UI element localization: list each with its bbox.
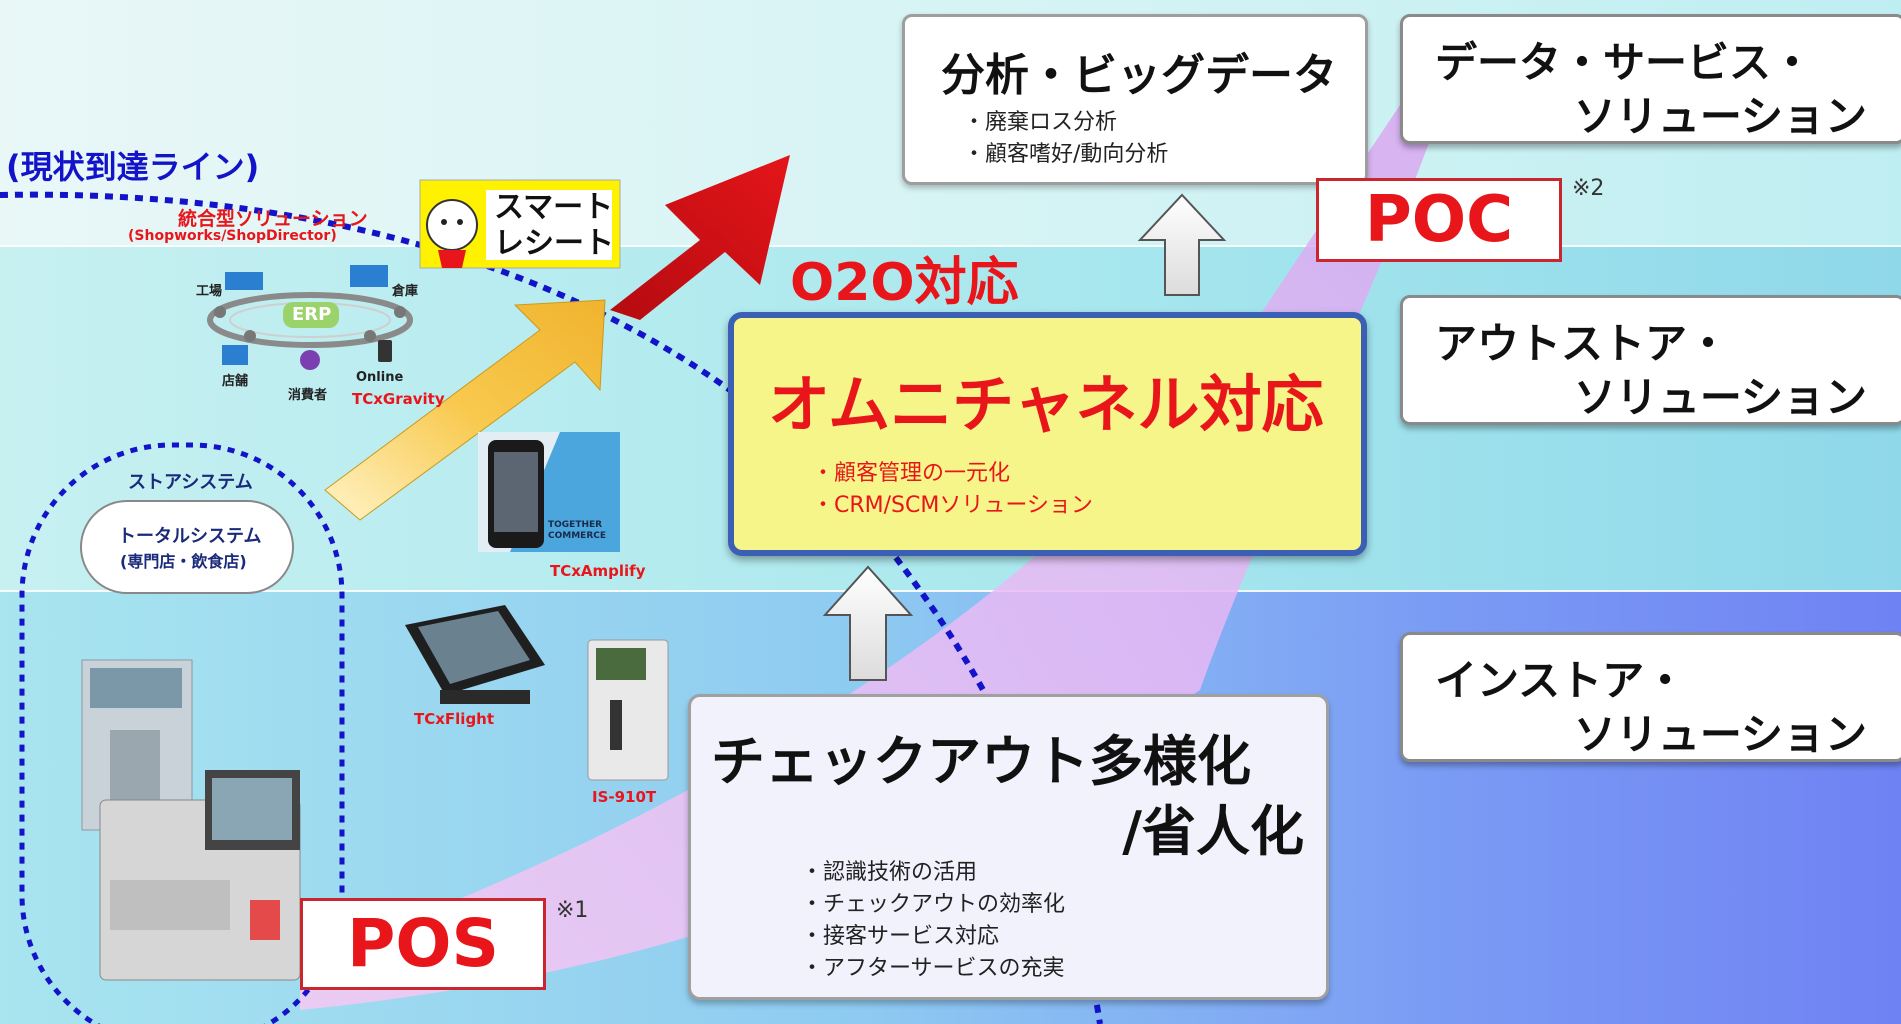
- erp-ring: [207, 292, 413, 348]
- up-arrow-top: [1137, 193, 1227, 296]
- o2o-label: O2O対応: [790, 253, 1019, 313]
- checkout-title-line2: /省人化: [1122, 800, 1304, 863]
- current-reach-label: (現状到達ライン): [6, 148, 260, 186]
- box-line1: インストア・: [1435, 656, 1687, 705]
- warehouse-icon: [350, 265, 388, 287]
- yellow-arrow: [324, 299, 606, 521]
- smart-receipt-line1: スマート: [494, 190, 614, 225]
- poc-note: ※2: [1572, 176, 1605, 201]
- outstore-solution-box: アウトストア・ ソリューション: [1400, 295, 1901, 425]
- mascot-icon: [426, 199, 478, 251]
- bullet: ・CRM/SCMソリューション: [812, 493, 1093, 518]
- factory-icon: [225, 272, 263, 290]
- box-line2: ソリューション: [1573, 373, 1867, 422]
- poc-badge: POC: [1316, 178, 1562, 262]
- erp-badge: [283, 302, 339, 328]
- erp-label: ERP: [292, 304, 332, 325]
- smart-receipt-line2: レシート: [494, 226, 614, 261]
- analytics-box: 分析・ビッグデータ ・廃棄ロス分析 ・顧客嗜好/動向分析: [902, 14, 1368, 185]
- gravity-label: TCxGravity: [352, 390, 445, 408]
- store-icon: [222, 345, 248, 365]
- kiosk-label: IS-910T: [592, 788, 657, 806]
- integrated-title: 統合型ソリューション: [178, 208, 368, 230]
- consumer-label: 消費者: [288, 388, 328, 403]
- box-line2: ソリューション: [1573, 92, 1867, 141]
- bullet: ・顧客管理の一元化: [812, 461, 1011, 486]
- bullet: ・アフターサービスの充実: [801, 956, 1065, 981]
- up-arrow-bottom: [822, 565, 914, 681]
- omni-bullets: ・顧客管理の一元化 ・CRM/SCMソリューション: [812, 458, 1093, 522]
- box-line2: ソリューション: [1573, 710, 1867, 759]
- omni-box: オムニチャネル対応 ・顧客管理の一元化 ・CRM/SCMソリューション: [728, 312, 1367, 556]
- pos-note: ※1: [556, 898, 589, 923]
- smart-receipt-label: スマート レシート: [494, 190, 614, 262]
- store-system-boundary: [19, 442, 345, 1024]
- bullet: ・チェックアウトの効率化: [801, 892, 1066, 917]
- analytics-bullets: ・廃棄ロス分析 ・顧客嗜好/動向分析: [963, 107, 1168, 171]
- pos-badge: POS: [300, 898, 546, 990]
- red-arrow: [610, 155, 790, 320]
- bullet: ・顧客嗜好/動向分析: [963, 142, 1169, 167]
- box-line1: データ・サービス・: [1435, 38, 1814, 87]
- box-line1: アウトストア・: [1435, 319, 1730, 368]
- cloud-line1: トータルシステム: [118, 526, 262, 547]
- checkout-title-line1: チェックアウト多様化: [711, 730, 1251, 793]
- consumer-icon: [300, 350, 320, 370]
- checkout-box: チェックアウト多様化 /省人化 ・認識技術の活用 ・チェックアウトの効率化 ・接…: [688, 694, 1329, 1000]
- warehouse-label: 倉庫: [392, 284, 419, 299]
- data-service-solution-box: データ・サービス・ ソリューション: [1400, 14, 1901, 144]
- factory-label: 工場: [196, 284, 223, 299]
- omni-title: オムニチャネル対応: [768, 368, 1324, 441]
- online-icon: [378, 340, 392, 362]
- instore-solution-box: インストア・ ソリューション: [1400, 632, 1901, 762]
- cloud-line2: (専門店・飲食店): [120, 552, 247, 571]
- divider-line: [0, 245, 1901, 247]
- store-system-title: ストアシステム: [128, 472, 253, 493]
- brand-line2: COMMERCE: [548, 531, 606, 541]
- analytics-title: 分析・ビッグデータ: [941, 50, 1337, 101]
- online-label: Online: [356, 370, 404, 385]
- flight-label: TCxFlight: [414, 710, 495, 728]
- integrated-subtitle: (Shopworks/ShopDirector): [128, 228, 337, 244]
- bullet: ・廃棄ロス分析: [963, 110, 1118, 135]
- cloud-shape: [80, 500, 294, 594]
- bullet: ・認識技術の活用: [801, 860, 978, 885]
- store-label: 店舗: [222, 374, 249, 389]
- amplify-label: TCxAmplify: [550, 562, 646, 580]
- amplify-brand: TOGETHER COMMERCE: [548, 520, 606, 542]
- bullet: ・接客サービス対応: [801, 924, 1000, 949]
- brand-line1: TOGETHER: [548, 520, 603, 530]
- checkout-bullets: ・認識技術の活用 ・チェックアウトの効率化 ・接客サービス対応 ・アフターサービ…: [801, 857, 1065, 985]
- divider-line: [0, 590, 1901, 592]
